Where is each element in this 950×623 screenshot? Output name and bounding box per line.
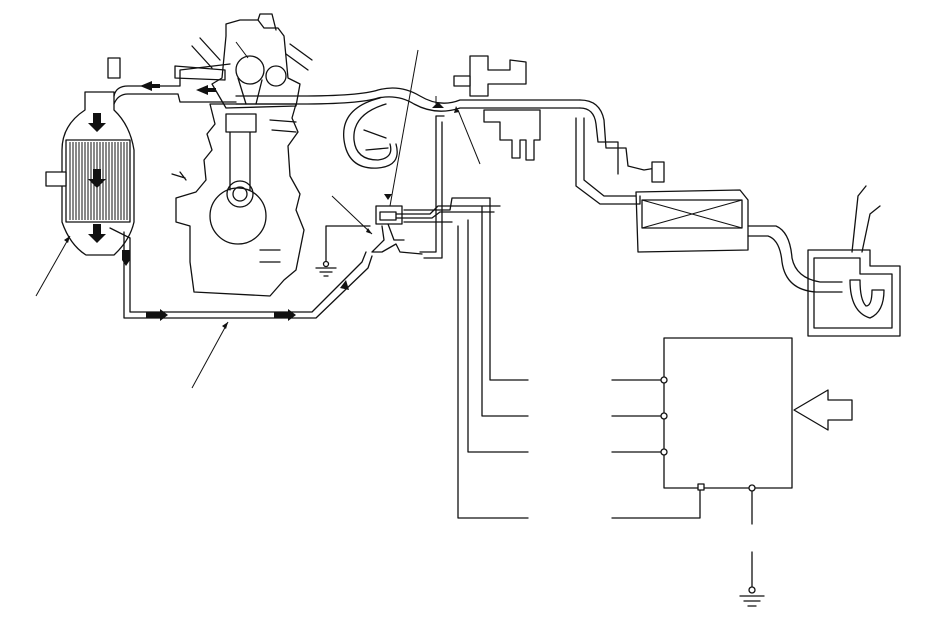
terminal-4	[697, 483, 705, 491]
egr-valve	[371, 194, 423, 255]
resonator	[807, 185, 901, 337]
terminal-5	[748, 484, 756, 492]
air-intake-duct	[575, 99, 665, 205]
leader-lines	[35, 41, 481, 389]
egr-vacuum-lines	[395, 102, 501, 259]
ground-icon	[739, 586, 765, 607]
terminal-2	[660, 412, 668, 420]
catalytic-converter	[45, 57, 135, 256]
control-wiring	[457, 197, 753, 591]
engine-block	[171, 103, 305, 297]
throttle-body	[453, 55, 541, 161]
terminal-1	[660, 376, 668, 384]
terminal-3	[660, 448, 668, 456]
cylinder-head	[191, 13, 313, 109]
egr-return-pipe	[109, 227, 373, 321]
exhaust-manifold-pipe	[113, 63, 237, 105]
air-cleaner	[635, 189, 843, 293]
input-arrow-icon	[793, 389, 853, 431]
control-module	[660, 337, 793, 492]
egr-valve-ground-icon	[315, 225, 371, 277]
intake-manifold	[235, 87, 581, 169]
